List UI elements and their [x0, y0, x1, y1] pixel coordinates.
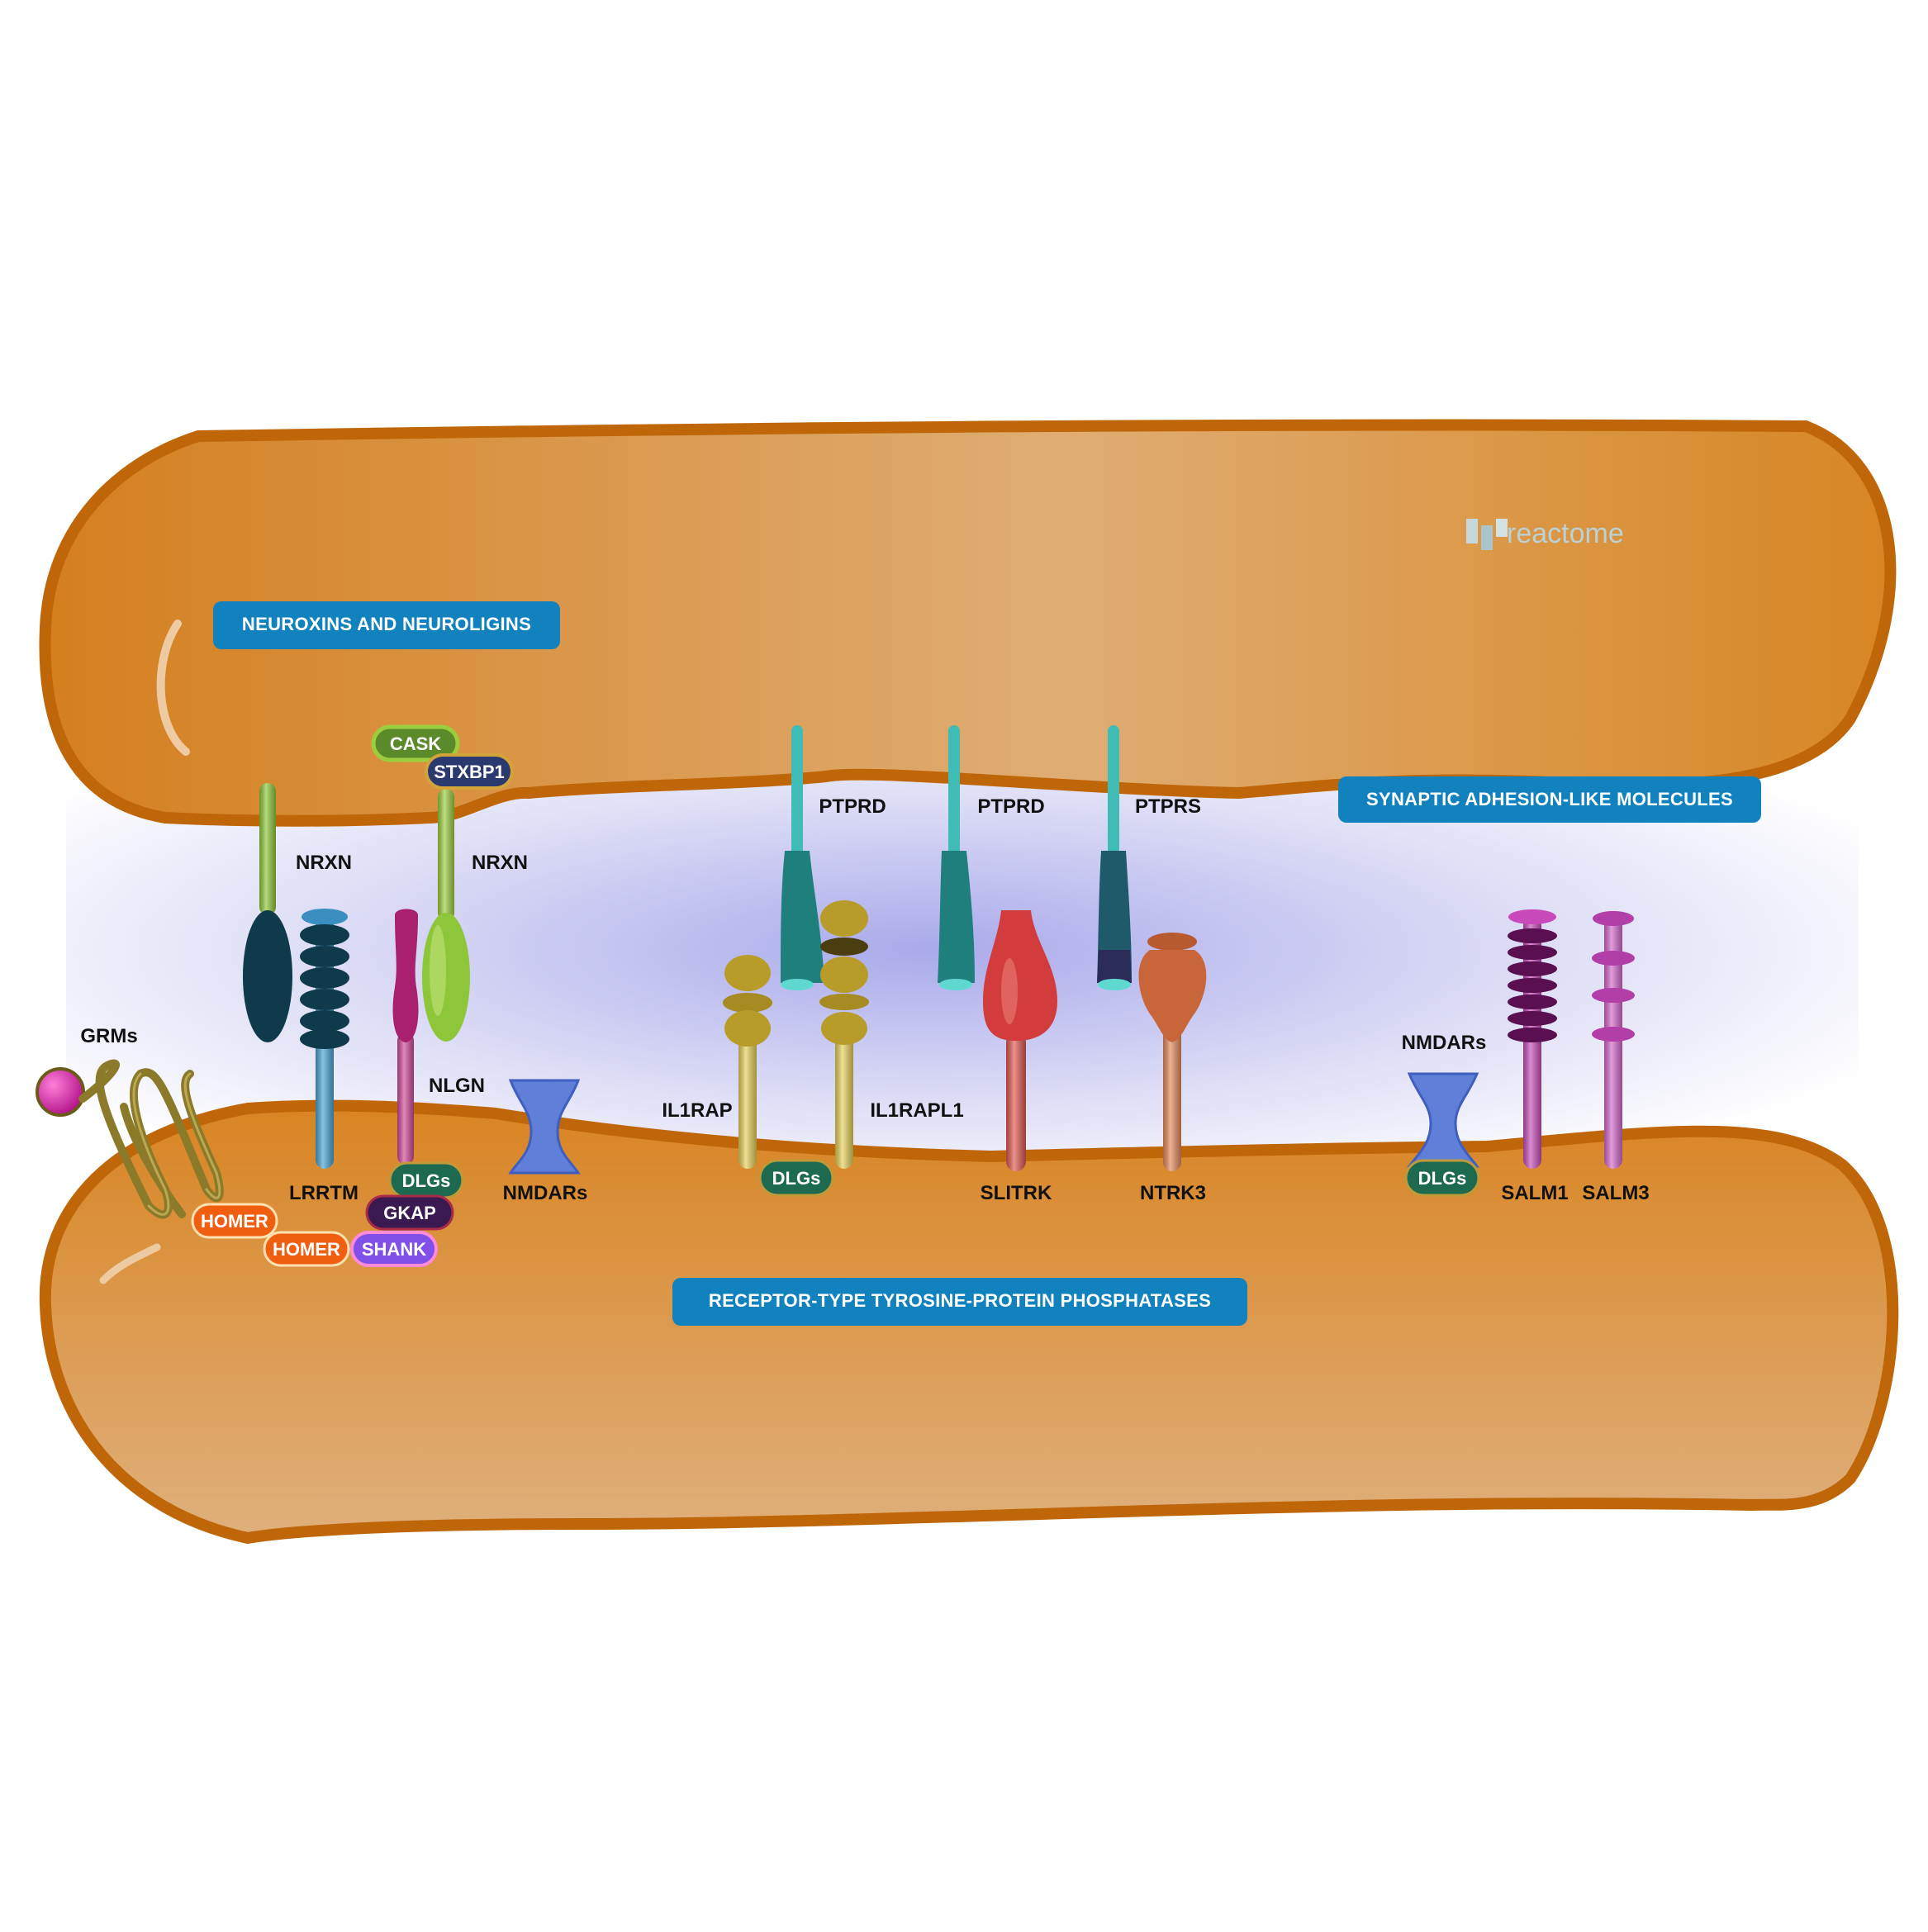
- gkap-label: GKAP: [383, 1203, 436, 1223]
- nmdars-2-channel[interactable]: [1407, 1072, 1479, 1168]
- grms-label: GRMs: [80, 1025, 137, 1047]
- nrxn-2-label: NRXN: [472, 852, 528, 874]
- nrxn-1-label: NRXN: [296, 852, 352, 874]
- dlgs-2-pill[interactable]: DLGs: [758, 1159, 834, 1197]
- dlgs-3-label: DLGs: [1418, 1168, 1467, 1189]
- nlgn-label: NLGN: [429, 1075, 485, 1097]
- cell-highlight-bottom: [99, 1243, 161, 1284]
- il1rapl1-label: IL1RAPL1: [870, 1099, 963, 1122]
- logo-text: reactome: [1507, 518, 1624, 549]
- nmdars-2-label: NMDARs: [1402, 1032, 1487, 1054]
- dlgs-3-pill[interactable]: DLGs: [1404, 1159, 1480, 1197]
- salm1-label: SALM1: [1501, 1182, 1568, 1204]
- logo-mark-icon: [1466, 519, 1478, 544]
- salm3-protein[interactable]: [1592, 911, 1635, 1169]
- stxbp1-label: STXBP1: [434, 762, 505, 782]
- banner-ptp-label: RECEPTOR-TYPE TYROSINE-PROTEIN PHOSPHATA…: [709, 1290, 1211, 1311]
- banner-salm[interactable]: SYNAPTIC ADHESION-LIKE MOLECULES: [1338, 776, 1761, 823]
- ptprd-2-label: PTPRD: [977, 795, 1044, 818]
- slitrk-protein[interactable]: [983, 910, 1057, 1171]
- nmdars-1-label: NMDARs: [503, 1182, 588, 1204]
- lrrtm-protein[interactable]: [300, 909, 349, 1169]
- banner-neuroxins-label: NEUROXINS AND NEUROLIGINS: [242, 614, 531, 634]
- gkap-pill[interactable]: GKAP: [365, 1194, 454, 1231]
- ptprd-1-label: PTPRD: [819, 795, 886, 818]
- nrxn-1-protein[interactable]: [243, 783, 292, 1042]
- dlgs-2-label: DLGs: [772, 1168, 821, 1189]
- homer-2-label: HOMER: [273, 1239, 340, 1260]
- homer-2-pill[interactable]: HOMER: [263, 1231, 350, 1267]
- stxbp1-pill[interactable]: STXBP1: [425, 753, 514, 790]
- cell-highlight: [156, 619, 190, 756]
- nmdars-1-channel[interactable]: [508, 1079, 581, 1175]
- nlgn-protein[interactable]: [392, 909, 419, 1165]
- grms-ligand-icon: [36, 1067, 85, 1117]
- presynaptic-cell: [39, 419, 1897, 827]
- il1rap-label: IL1RAP: [662, 1099, 732, 1122]
- banner-neuroxins[interactable]: NEUROXINS AND NEUROLIGINS: [213, 601, 560, 649]
- slitrk-label: SLITRK: [981, 1182, 1052, 1204]
- reactome-logo: reactome: [1466, 518, 1624, 550]
- salm1-protein[interactable]: [1508, 909, 1557, 1169]
- ntrk3-protein[interactable]: [1138, 933, 1207, 1171]
- shank-label: SHANK: [362, 1239, 426, 1260]
- ptprd-2-protein[interactable]: [938, 725, 975, 990]
- cask-pill[interactable]: CASK: [371, 724, 460, 762]
- salm3-label: SALM3: [1582, 1182, 1649, 1204]
- lrrtm-label: LRRTM: [289, 1182, 359, 1204]
- dlgs-1-pill[interactable]: DLGs: [388, 1161, 464, 1199]
- banner-salm-label: SYNAPTIC ADHESION-LIKE MOLECULES: [1366, 789, 1733, 809]
- dlgs-1-label: DLGs: [402, 1170, 451, 1191]
- ptprs-label: PTPRS: [1135, 795, 1201, 818]
- homer-1-label: HOMER: [201, 1211, 268, 1232]
- shank-pill[interactable]: SHANK: [350, 1231, 438, 1267]
- banner-ptp[interactable]: RECEPTOR-TYPE TYROSINE-PROTEIN PHOSPHATA…: [672, 1278, 1247, 1326]
- il1rap-protein[interactable]: [723, 955, 772, 1169]
- homer-1-pill[interactable]: HOMER: [191, 1203, 278, 1239]
- ntrk3-label: NTRK3: [1140, 1182, 1206, 1204]
- cask-label: CASK: [390, 733, 441, 754]
- ptprs-protein[interactable]: [1097, 725, 1132, 990]
- ptprd-1-protein[interactable]: [781, 725, 824, 990]
- grms-receptor[interactable]: [36, 1059, 224, 1219]
- il1rapl1-protein[interactable]: [819, 900, 869, 1169]
- nrxn-2-protein[interactable]: [422, 789, 470, 1042]
